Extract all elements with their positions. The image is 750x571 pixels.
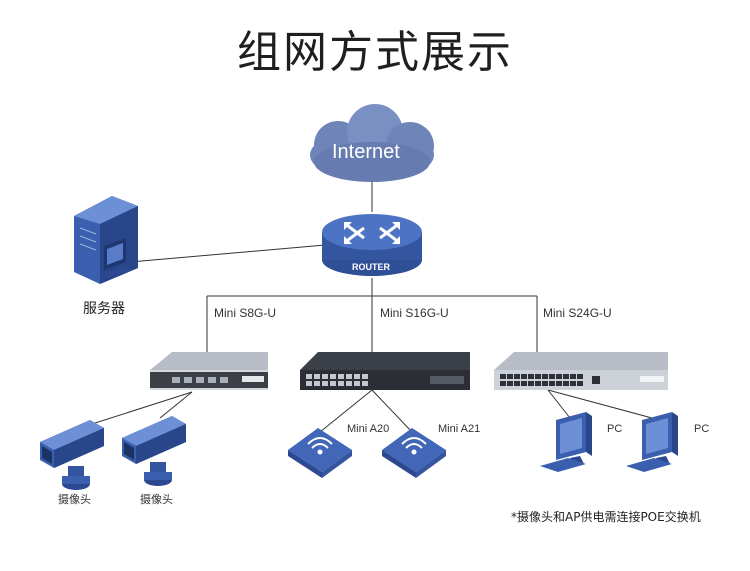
server-icon <box>74 196 138 284</box>
pc-1-icon <box>540 412 592 472</box>
link-s8g-cam1 <box>91 391 193 425</box>
cloud-icon <box>310 104 434 182</box>
link-s24g-pc1 <box>547 389 571 419</box>
camera-2-icon <box>122 416 186 486</box>
link-s24g-pc2 <box>547 389 653 419</box>
internet-label: Internet <box>332 141 400 163</box>
ap-a21-label: Mini A21 <box>438 423 481 435</box>
pc-2-label: PC <box>694 423 710 435</box>
router-label: ROUTER <box>352 262 390 272</box>
link-s8g-cam2 <box>159 391 193 419</box>
ap-a21-icon <box>382 428 446 478</box>
switch-s8g-label: Mini S8G-U <box>214 306 277 320</box>
connection-lines <box>91 178 653 433</box>
link-s16g-a21 <box>371 389 413 433</box>
switch-s8g-icon <box>150 352 268 390</box>
link-server-router <box>129 244 326 263</box>
server-label: 服务器 <box>83 301 125 317</box>
router-icon <box>322 214 422 276</box>
pc-2-icon <box>626 412 678 472</box>
switch-s24g-icon <box>494 352 668 390</box>
ap-a20-icon <box>288 428 352 478</box>
camera-1-label: 摄像头 <box>58 493 91 506</box>
page-title: 组网方式展示 <box>237 27 513 78</box>
footnote: *摄像头和AP供电需连接POE交换机 <box>511 510 701 524</box>
ap-a20-label: Mini A20 <box>347 423 390 435</box>
switch-s24g-label: Mini S24G-U <box>543 306 612 320</box>
switch-s16g-icon <box>300 352 470 390</box>
camera-1-icon <box>40 420 104 490</box>
pc-1-label: PC <box>607 423 623 435</box>
link-s16g-a20 <box>319 389 373 433</box>
camera-2-label: 摄像头 <box>140 493 173 506</box>
switch-s16g-label: Mini S16G-U <box>380 306 449 320</box>
